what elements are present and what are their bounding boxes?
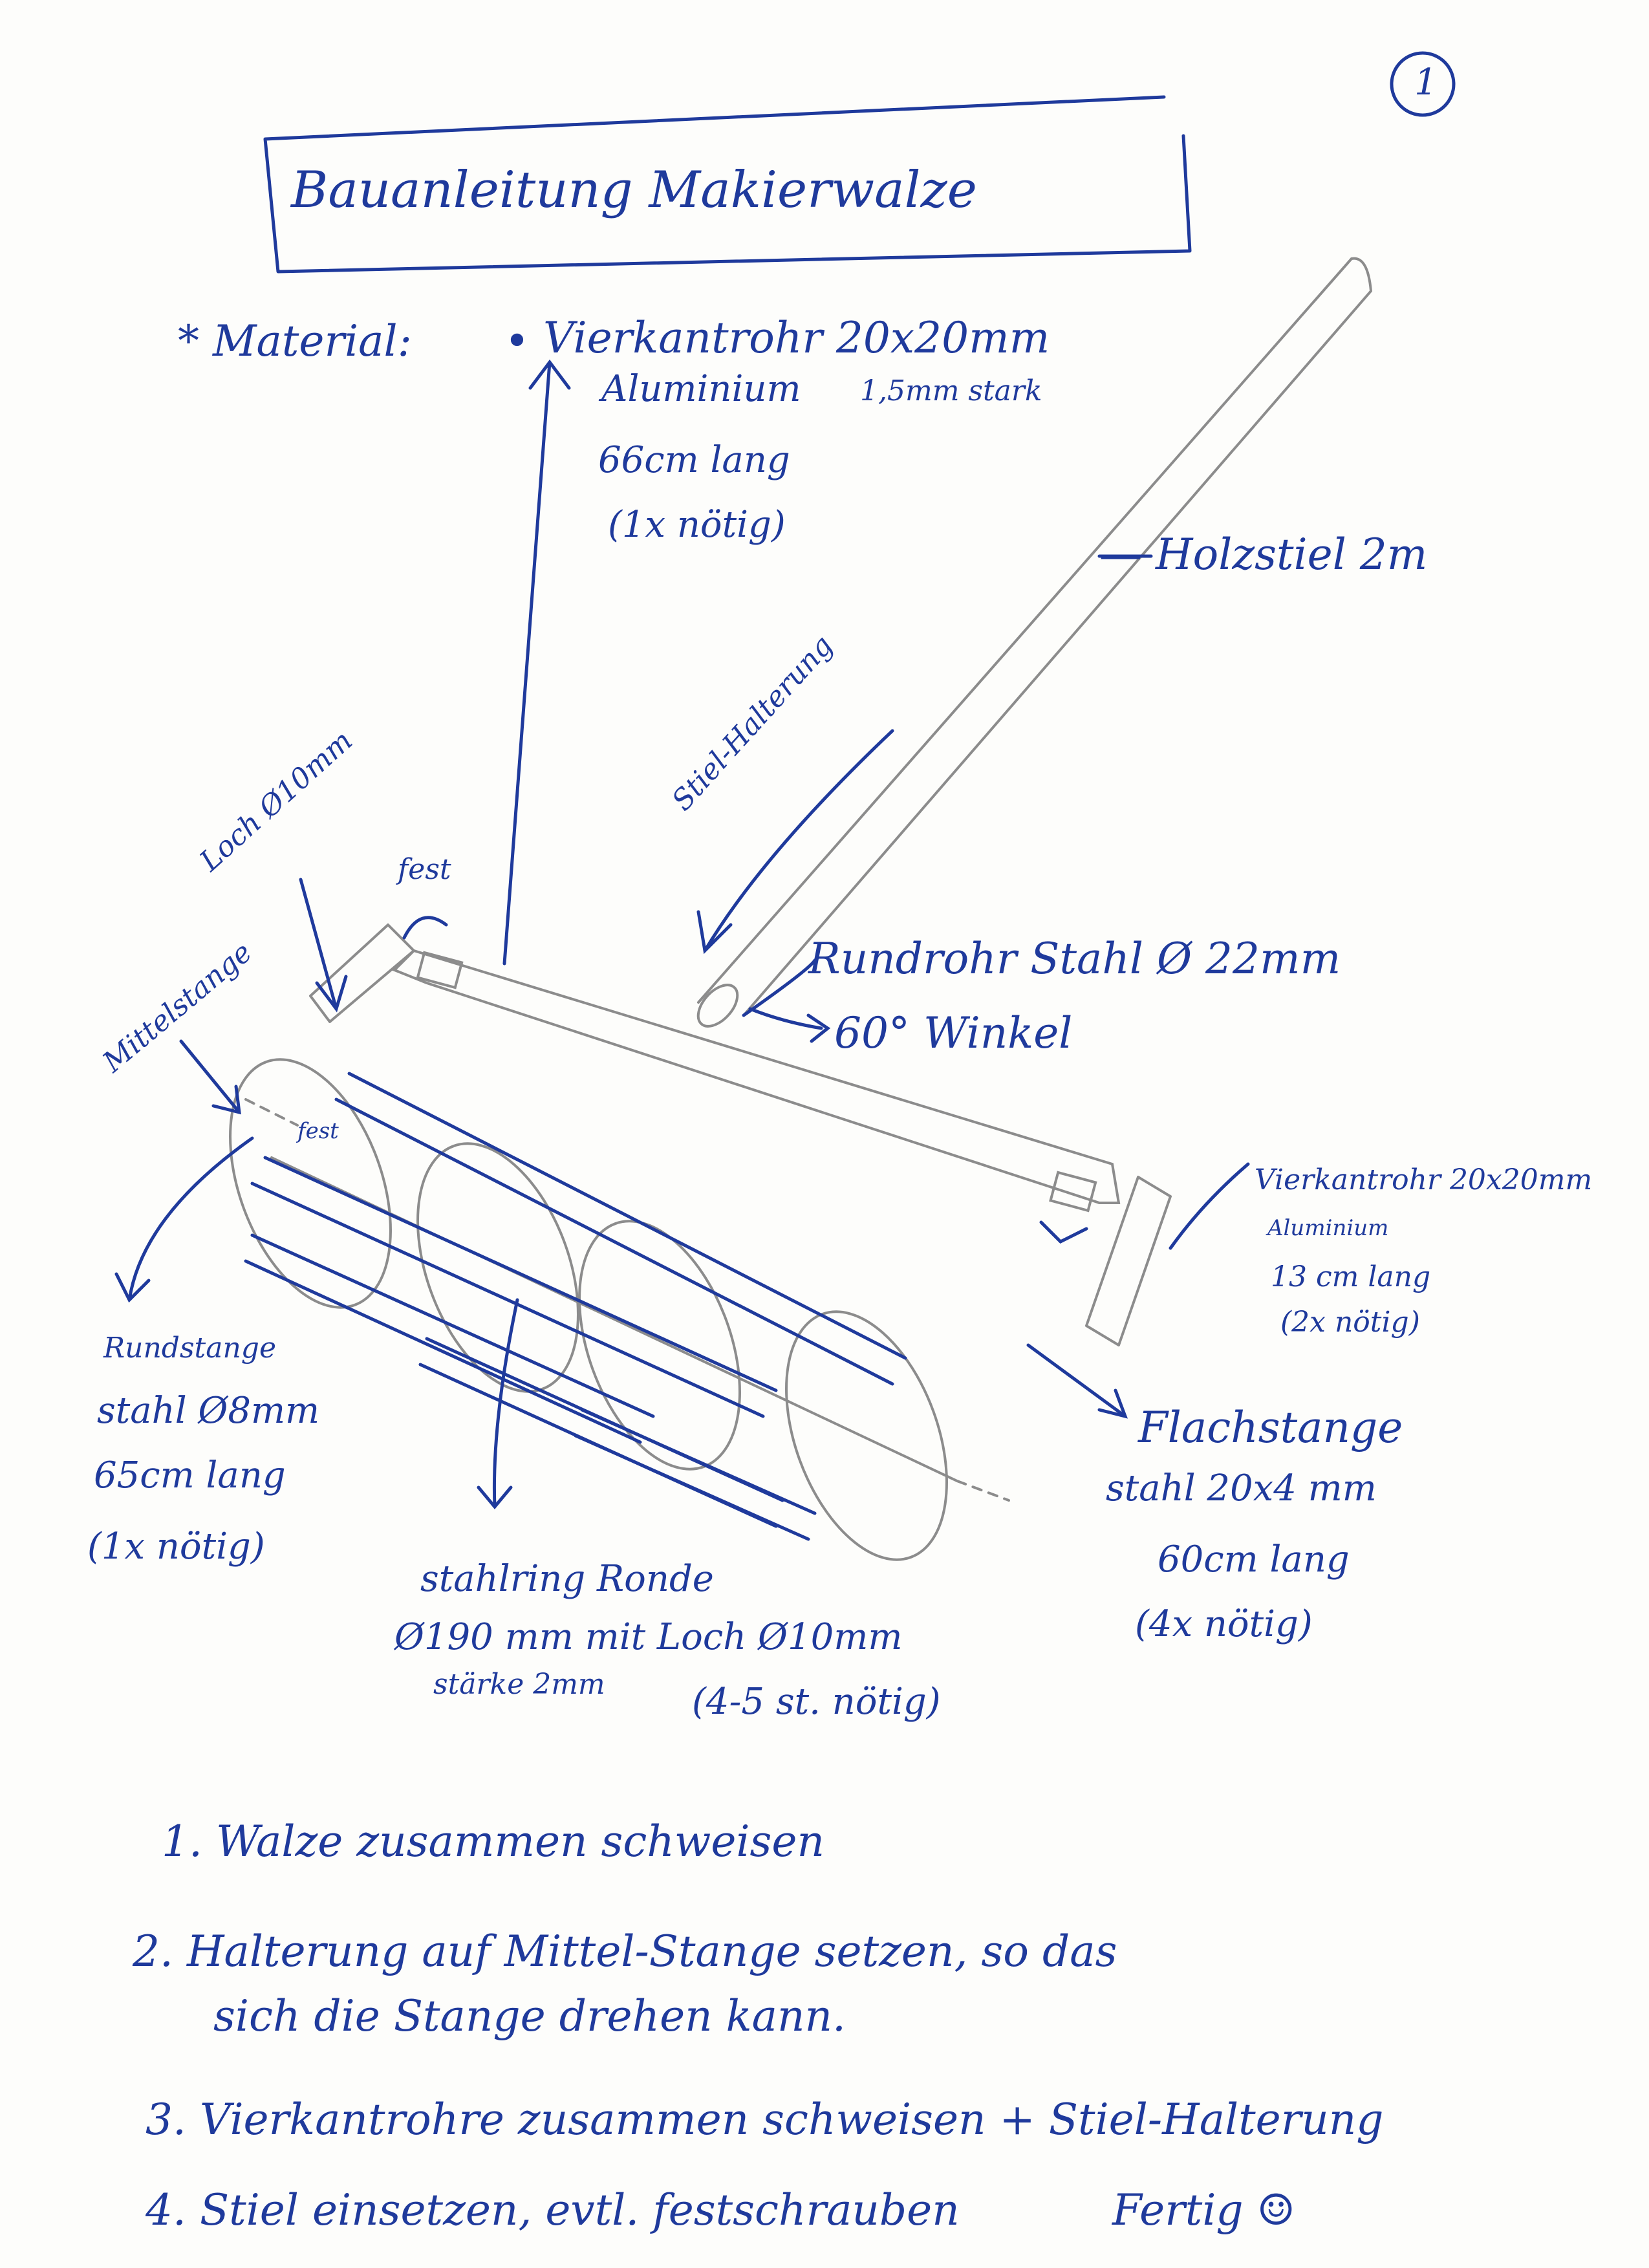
step-2: 2. Halterung auf Mittel-Stange setzen, s…	[133, 1927, 1117, 1976]
rundstange-line-4: (1x nötig)	[87, 1526, 265, 1568]
label-holzstiel: — Holzstiel 2m	[1099, 530, 1428, 579]
rundstange-line-3: 65cm lang	[94, 1454, 286, 1496]
title-frame	[263, 95, 1192, 274]
step-1: 1. Walze zusammen schweisen	[162, 1817, 824, 1866]
rundstange-line-2: stahl Ø8mm	[97, 1390, 320, 1432]
side-tube-line-1: Vierkantrohr 20x20mm	[1255, 1163, 1593, 1196]
label-rundrohr: Rundrohr Stahl Ø 22mm	[808, 934, 1341, 984]
page-number-circle	[1390, 51, 1456, 117]
label-fest-inner: fest	[297, 1118, 339, 1144]
step-4: 4. Stiel einsetzen, evtl. festschrauben	[146, 2185, 960, 2235]
page-number: 1	[1414, 61, 1438, 103]
annotation-arrows	[114, 359, 1250, 1509]
roller	[229, 1058, 1010, 1561]
wooden-handle	[696, 257, 1372, 1028]
rundstange-line-1: Rundstange	[103, 1332, 277, 1365]
flachstange-line-4: (4x nötig)	[1135, 1603, 1313, 1645]
ronde-line-1: stahlring Ronde	[420, 1558, 714, 1600]
flachstange-line-2: stahl 20x4 mm	[1106, 1467, 1377, 1509]
step-3: 3. Vierkantrohre zusammen schweisen + St…	[146, 2095, 1384, 2144]
flachstange-line-1: Flachstange	[1138, 1403, 1403, 1453]
step-2-cont: sich die Stange drehen kann.	[213, 1991, 846, 2041]
label-fest-top: fest	[398, 853, 451, 886]
main-tube-line-4: 66cm lang	[598, 439, 790, 481]
main-tube-line-2: Aluminium	[601, 368, 801, 410]
label-winkel: 60° Winkel	[834, 1008, 1073, 1058]
page-title: Bauanleitung Makierwalze	[291, 161, 977, 219]
frame-tube	[309, 923, 1172, 1346]
material-bullet: •	[504, 316, 530, 366]
main-tube-line-1: Vierkantrohr 20x20mm	[543, 313, 1050, 363]
material-heading: * Material:	[178, 316, 412, 366]
side-tube-line-3: 13 cm lang	[1271, 1260, 1431, 1293]
side-tube-line-4: (2x nötig)	[1280, 1306, 1420, 1339]
main-tube-line-3: 1,5mm stark	[860, 374, 1042, 407]
step-fertig: Fertig ☺	[1112, 2185, 1295, 2235]
ronde-line-2: Ø190 mm mit Loch Ø10mm	[394, 1616, 903, 1658]
ronde-line-4: (4-5 st. nötig)	[692, 1681, 941, 1723]
main-tube-line-5: (1x nötig)	[608, 504, 786, 546]
flachstange-line-3: 60cm lang	[1158, 1539, 1350, 1581]
ronde-line-3: stärke 2mm	[433, 1668, 605, 1701]
side-tube-line-2: Aluminium	[1267, 1215, 1389, 1241]
